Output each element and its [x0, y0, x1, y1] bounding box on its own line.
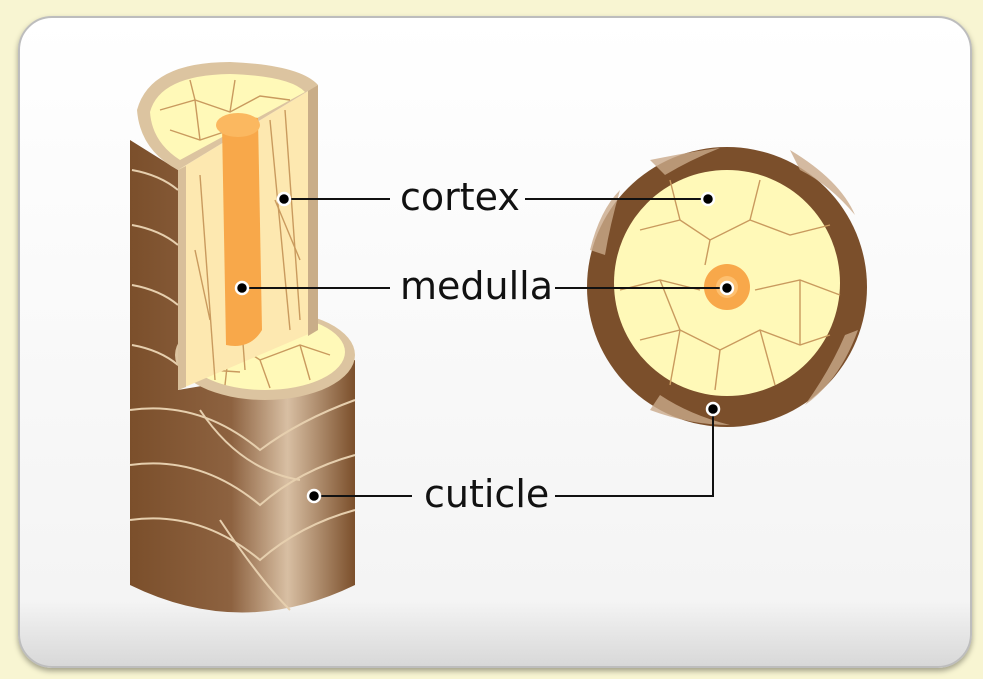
cortex-marker [700, 191, 716, 207]
cuticle-body [130, 140, 355, 613]
medulla-column [222, 116, 262, 347]
cortex-label: cortex [400, 175, 520, 219]
hair-longitudinal-view [129, 62, 356, 613]
cuticle-marker [306, 488, 322, 504]
label-medulla: medulla [234, 264, 735, 308]
cuticle-label: cuticle [424, 472, 549, 516]
cortex-marker [276, 191, 292, 207]
medulla-label: medulla [400, 264, 553, 308]
medulla-marker [234, 280, 250, 296]
cuticle-marker [705, 401, 721, 417]
medulla-marker [719, 280, 735, 296]
label-cuticle: cuticle [306, 401, 721, 516]
label-cortex: cortex [276, 175, 716, 219]
cuticle-scales [129, 169, 356, 611]
